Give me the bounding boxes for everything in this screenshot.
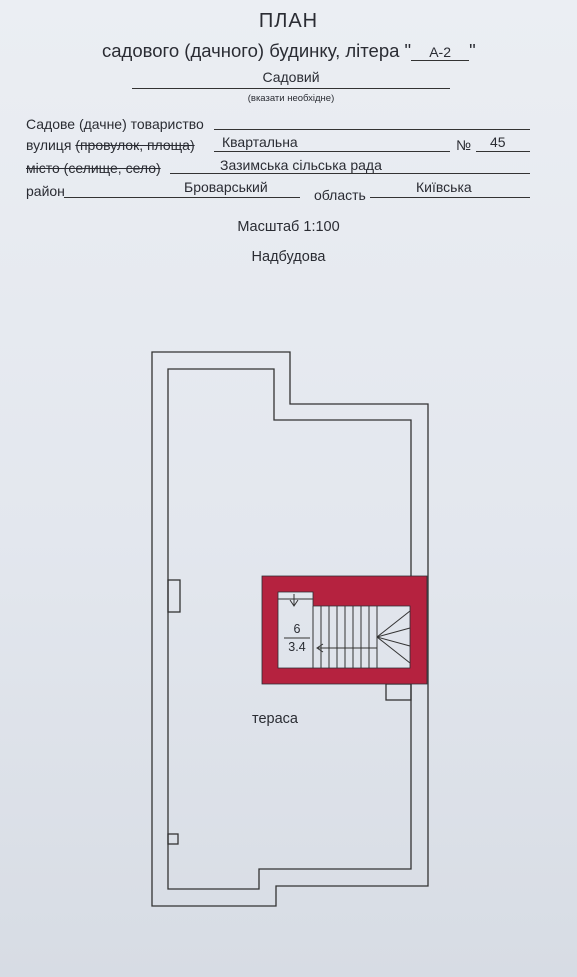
litera-value: А-2 — [411, 44, 470, 61]
document-title: ПЛАН — [258, 10, 319, 32]
subtitle-prefix: садового (дачного) будинку, літера " — [102, 40, 412, 61]
type-value: Садовий — [262, 69, 320, 85]
subtitle: садового (дачного) будинку, літера "А-2" — [102, 40, 476, 62]
plan-inner-outline — [167, 368, 412, 890]
stair-treads — [278, 594, 411, 668]
street-label-plain: вулиця — [26, 137, 72, 153]
plan-outer-outline — [151, 351, 429, 907]
street-label-struck: (провулок, площа) — [75, 137, 195, 153]
number-underline — [476, 151, 530, 152]
number-value: 45 — [490, 134, 506, 150]
stair-number: 6 — [293, 622, 301, 636]
stair-enclosure-walls — [261, 575, 428, 685]
district-underline — [64, 197, 300, 198]
district-label: район — [26, 183, 65, 199]
left-wall-window — [167, 579, 181, 613]
corner-marker — [167, 833, 179, 845]
region-value: Київська — [416, 179, 472, 195]
society-underline — [214, 129, 530, 130]
floor-label: Надбудова — [251, 249, 326, 265]
street-value: Квартальна — [222, 134, 298, 150]
type-hint: (вказати необхідне) — [247, 93, 335, 104]
room-label-terrace: тераса — [252, 711, 298, 727]
region-label: область — [314, 187, 366, 203]
city-underline — [170, 173, 530, 174]
stair-area: 3.4 — [288, 640, 306, 654]
street-label: вулиця (провулок, площа) — [26, 137, 195, 153]
street-underline — [214, 151, 450, 152]
stair-landing-box — [385, 683, 412, 701]
city-label: місто (селище, село) — [26, 160, 161, 176]
society-label: Садове (дачне) товариство — [26, 116, 204, 132]
city-value: Зазимська сільська рада — [220, 157, 382, 173]
district-value: Броварський — [184, 179, 268, 195]
scale-label: Масштаб 1:100 — [237, 219, 340, 235]
subtitle-suffix: " — [469, 40, 476, 61]
type-underline — [132, 88, 450, 89]
region-underline — [370, 197, 530, 198]
number-label: № — [456, 137, 472, 153]
